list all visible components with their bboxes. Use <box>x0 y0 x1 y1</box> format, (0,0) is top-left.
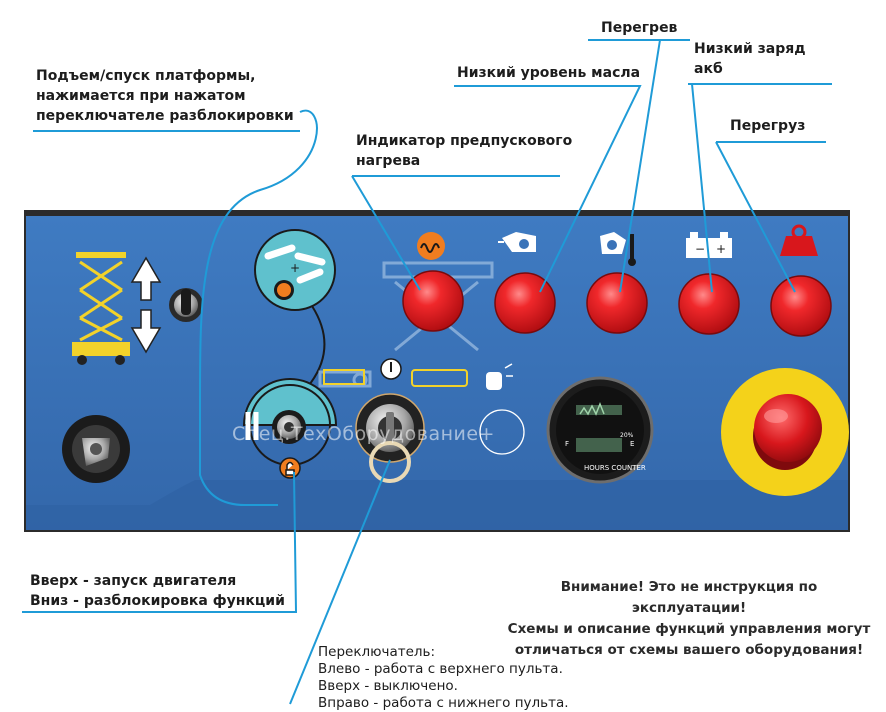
svg-text:+: + <box>290 261 300 275</box>
callout-line-overload <box>715 141 826 293</box>
overheat-lamp <box>586 272 648 334</box>
selector-connector <box>304 305 326 391</box>
callout-line-oil <box>454 85 642 293</box>
beacon-icon <box>486 363 513 390</box>
label-overload: Перегруз <box>730 118 806 134</box>
down-arrow-icon <box>130 309 162 354</box>
callout-line-battery <box>688 83 832 293</box>
label-platform: Подъем/спуск платформы, нажимается при н… <box>36 68 294 124</box>
thermometer-icon <box>600 232 636 266</box>
battery-lamp <box>678 273 740 335</box>
emergency-stop-icon[interactable] <box>721 368 849 496</box>
beacon-ring <box>479 409 525 455</box>
oil-can-icon <box>498 232 536 252</box>
svg-text:F: F <box>565 440 569 448</box>
callout-line-platform <box>33 109 318 506</box>
callout-line-engine <box>22 471 298 613</box>
panel-shading <box>26 480 848 530</box>
oil-lamp <box>494 272 556 334</box>
label-engine: Вверх - запуск двигателя Вниз - разблоки… <box>30 573 285 609</box>
callout-line-preheat <box>351 175 560 291</box>
key-switch-icon[interactable] <box>62 415 130 483</box>
platform-toggle-switch[interactable] <box>169 288 203 322</box>
callout-lines <box>22 39 832 705</box>
function-selector-panel: + <box>254 229 336 311</box>
battery-icon: − + <box>686 232 732 258</box>
overload-lamp <box>770 275 832 337</box>
hours-counter-icon: F E <box>546 376 654 484</box>
gauge-percent: 20% <box>620 432 634 439</box>
label-preheat: Индикатор предпускового нагрева <box>356 133 573 169</box>
label-battery: Низкий заряд акб <box>694 41 806 77</box>
watermark: Спец.ТехОборудование+ <box>232 423 495 445</box>
preheat-lamp <box>402 270 464 332</box>
svg-text:−: − <box>695 242 705 256</box>
label-overheat: Перегрев <box>601 20 678 36</box>
callout-line-overheat <box>588 39 690 293</box>
mode-icons <box>323 369 468 387</box>
label-oil: Низкий уровень масла <box>457 65 641 81</box>
svg-text:+: + <box>716 242 726 256</box>
scissor-lift-icon <box>72 252 130 365</box>
engine-start-toggle[interactable] <box>242 378 338 479</box>
overload-weight-icon <box>780 224 818 256</box>
warning-text: Внимание! Это не инструкция по эксплуата… <box>507 579 871 658</box>
preheat-coil-icon <box>417 232 445 260</box>
callout-line-selector <box>289 459 391 705</box>
hours-counter-label: HOURS COUNTER <box>584 464 646 472</box>
selector-key-switch[interactable] <box>355 393 425 483</box>
svg-text:E: E <box>630 440 634 448</box>
panel-face <box>26 216 848 530</box>
up-arrow-icon <box>130 256 162 301</box>
